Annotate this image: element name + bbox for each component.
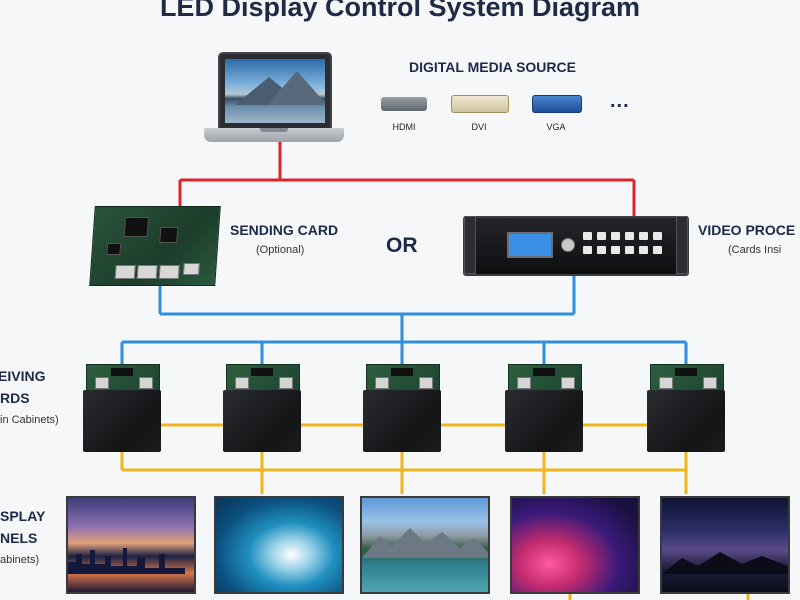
dvi-connector-icon bbox=[451, 95, 509, 113]
display-panel-4 bbox=[510, 496, 640, 594]
mountain-image bbox=[362, 528, 488, 558]
display-panel-1 bbox=[66, 496, 196, 594]
red-links bbox=[178, 142, 636, 217]
laptop-icon bbox=[204, 128, 344, 142]
media-source-heading: DIGITAL MEDIA SOURCE bbox=[409, 59, 576, 75]
hdmi-connector-icon bbox=[381, 97, 427, 111]
hdmi-label: HDMI bbox=[392, 122, 416, 132]
receiving-card-2 bbox=[223, 364, 301, 452]
receiving-cards-title-line1: EIVING bbox=[0, 368, 46, 384]
cabinet-4 bbox=[505, 390, 583, 452]
cabinet-3 bbox=[363, 390, 441, 452]
display-panel-5 bbox=[660, 496, 790, 594]
diagram-title: LED Display Control System Diagram bbox=[159, 0, 641, 22]
blue-links bbox=[120, 272, 688, 364]
receiving-card-4 bbox=[505, 364, 583, 452]
display-panel-3 bbox=[360, 496, 490, 594]
video-processor-device bbox=[463, 216, 689, 276]
receiving-cards-title-line2: RDS bbox=[0, 390, 30, 406]
display-panels-title-line1: SPLAY bbox=[0, 508, 46, 524]
night-sky-image bbox=[662, 552, 788, 574]
laptop-screen bbox=[218, 52, 332, 132]
more-connectors-ellipsis: ... bbox=[610, 90, 630, 112]
receiving-card-3 bbox=[363, 364, 441, 452]
cabinet-1 bbox=[83, 390, 161, 452]
or-label: OR bbox=[386, 234, 418, 257]
video-processor-title: VIDEO PROCE bbox=[698, 222, 796, 238]
laptop-wallpaper bbox=[225, 59, 325, 123]
sending-card-board bbox=[89, 206, 221, 286]
display-panels-note: abinets) bbox=[0, 554, 40, 566]
receiving-cards-note: in Cabinets) bbox=[0, 414, 59, 426]
cabinet-5 bbox=[647, 390, 725, 452]
display-panel-2 bbox=[214, 496, 344, 594]
sending-card-note: (Optional) bbox=[256, 244, 305, 256]
dvi-label: DVI bbox=[471, 122, 487, 132]
processor-display bbox=[507, 232, 553, 258]
vga-connector-icon bbox=[532, 95, 582, 113]
receiving-card-1 bbox=[83, 364, 161, 452]
processor-knob bbox=[561, 238, 575, 252]
vga-label: VGA bbox=[546, 122, 566, 132]
video-processor-note: (Cards Insi bbox=[728, 244, 782, 256]
cabinet-2 bbox=[223, 390, 301, 452]
receiving-card-5 bbox=[647, 364, 725, 452]
city-skyline-image bbox=[68, 548, 185, 574]
display-panels-title-line2: NELS bbox=[0, 530, 38, 546]
sending-card-title: SENDING CARD bbox=[230, 222, 339, 238]
